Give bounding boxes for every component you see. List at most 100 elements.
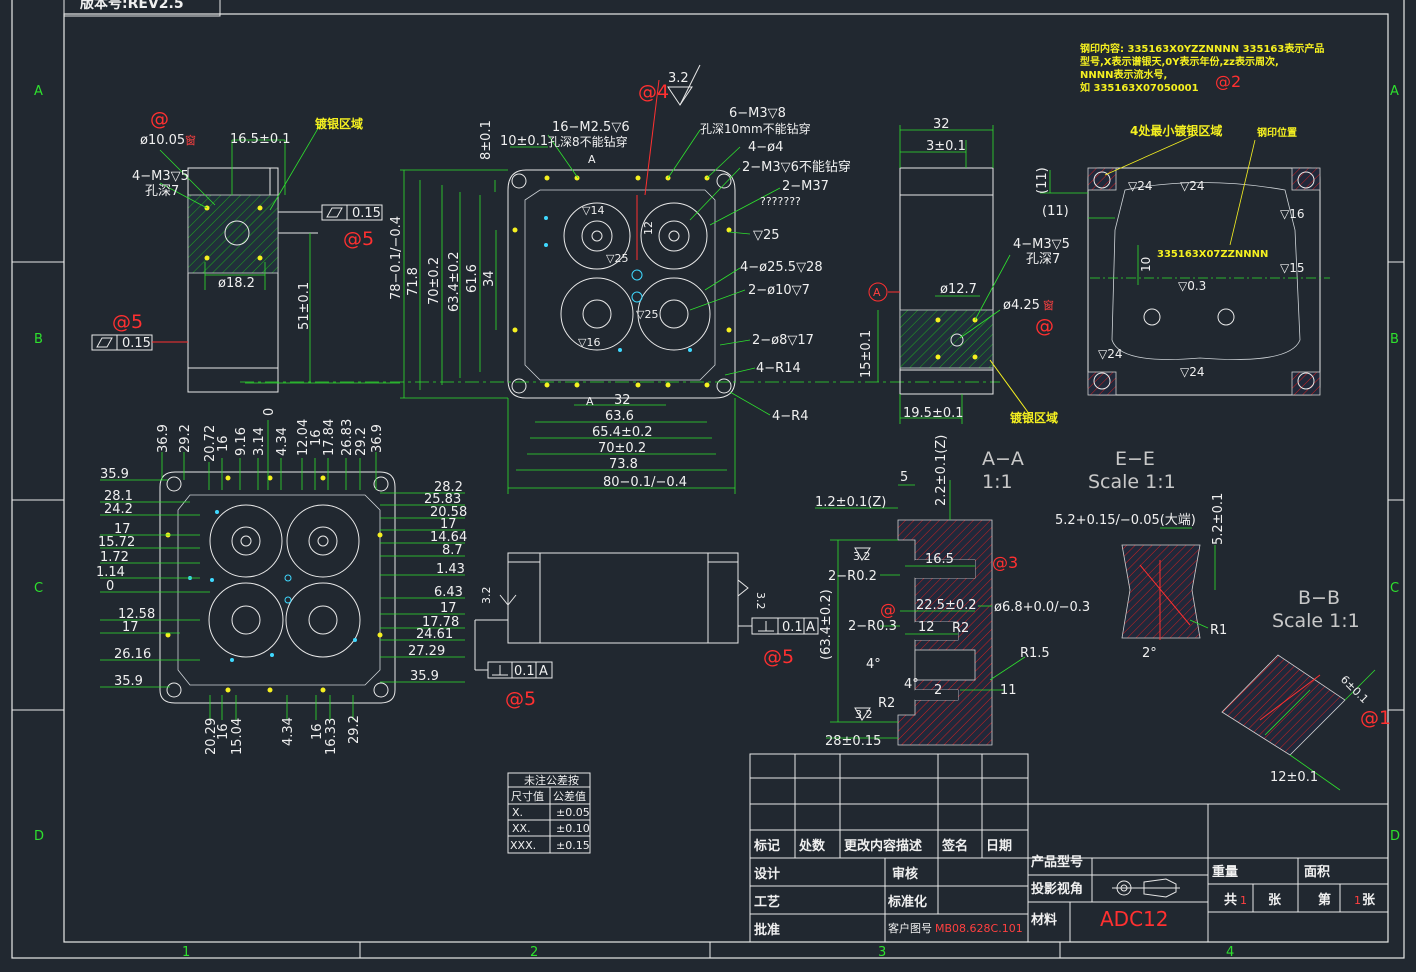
far-right-view: 钢印内容: 335163X0YZZNNNN 335163表示产品 型号,X表示谱…: [1035, 42, 1330, 396]
callout-m2-5: 16−M2.5▽6: [552, 120, 630, 135]
coord-left-9: 17: [122, 620, 139, 635]
aa-d2-2: 2.2±0.1(Z): [934, 435, 949, 506]
coord-bottom-1: 16: [216, 723, 231, 740]
rev-header-mark: 标记: [753, 838, 780, 854]
aa-r2a: R2: [952, 621, 969, 636]
aa-d1-2: 1.2±0.1(Z): [815, 495, 886, 510]
stamp-note-4: 如 335163X07050001: [1080, 81, 1199, 94]
left-red-mark: 窗: [185, 133, 196, 147]
dim-w19-5: 19.5±0.1: [903, 406, 964, 421]
tolerance-table: 未注公差按 尺寸值 公差值 X. ±0.05 XX. ±0.10 XXX. ±0…: [507, 772, 591, 854]
coord-right-1: 25.83: [424, 492, 461, 507]
dim-w63-6: 63.6: [605, 409, 634, 424]
coord-bottom-4: 16: [310, 723, 325, 740]
tb-review: 审核: [892, 866, 918, 882]
callout-r4: 4−R4: [772, 409, 808, 424]
perp1-datum: A: [806, 620, 815, 635]
left-depth-callout: 孔深7: [145, 184, 179, 199]
stamp-note-1: 钢印内容: 335163X0YZZNNNN 335163表示产品: [1080, 42, 1324, 55]
rev-header-desc: 更改内容描述: [844, 838, 922, 854]
min-plated-label: 4处最小镀银区域: [1130, 123, 1222, 138]
aa-r1-5: R1.5: [1020, 646, 1050, 661]
callout-d8: 2−ø8▽17: [752, 333, 814, 348]
ee-deg: 2°: [1142, 646, 1157, 661]
tb-standard: 标准化: [887, 894, 927, 910]
callout-m3b: 2−M3▽6不能钻穿: [742, 159, 851, 175]
callout-d4: 4−ø4: [748, 140, 783, 155]
v24-bm: ▽24: [1180, 365, 1205, 379]
v24-bl: ▽24: [1098, 347, 1123, 361]
zone-col-3: 3: [878, 945, 886, 960]
stamp-note-2: 型号,X表示谱银天,0Y表示年份,zz表示周次,: [1080, 55, 1279, 68]
coord-bottom-6: 29.2: [347, 715, 362, 744]
coord-top-1: 29.2: [178, 424, 193, 453]
tol-header-size: 尺寸值: [511, 789, 544, 803]
dim-w80: 80−0.1/−0.4: [603, 475, 687, 490]
left-at5b: @5: [112, 311, 143, 333]
inner-v16: ▽16: [578, 336, 600, 349]
coord-top-10: 17.84: [322, 419, 337, 456]
coord-top-13: 36.9: [370, 424, 385, 453]
dim-h15: 15±0.1: [859, 330, 874, 378]
v24-tl: ▽24: [1128, 179, 1153, 193]
aa-d28: 28±0.15: [825, 734, 881, 749]
tol-row1-tol: ±0.05: [556, 806, 590, 819]
far-at2: @2: [1215, 72, 1241, 91]
aa-d6-8: ø6.8+0.0/−0.3: [994, 600, 1090, 615]
tb-design: 设计: [754, 866, 780, 882]
datum-a-right: A: [873, 286, 881, 299]
aa-d2: 2: [934, 683, 942, 698]
coord-top-8: 12.04: [296, 419, 311, 456]
side-at5: @5: [763, 646, 794, 668]
coord-top-11: 26.83: [340, 419, 355, 456]
right-depth-callout: 孔深7: [1026, 252, 1060, 267]
left-at5: @5: [343, 228, 374, 250]
perp2-datum: A: [539, 664, 548, 679]
aa-d5: 5: [900, 470, 908, 485]
zone-d-left: D: [34, 829, 44, 844]
aa-d11: 11: [1000, 683, 1017, 698]
left-flat2: 0.15: [122, 336, 151, 351]
left-flat1: 0.15: [352, 206, 381, 221]
coord-top-4: 9.16: [234, 427, 249, 456]
zone-d-right: D: [1390, 829, 1400, 844]
dim-d10: ø10.05: [140, 133, 185, 148]
callout-unknown: ???????: [760, 195, 801, 208]
tb-sheet-n: 1: [1354, 894, 1361, 907]
coord-right-2: 20.58: [430, 505, 467, 520]
bb-d12: 12±0.1: [1270, 770, 1318, 785]
coord-left-4: 15.72: [98, 535, 135, 550]
tb-total-n: 1: [1240, 894, 1247, 907]
inner-12: 12: [642, 221, 655, 235]
section-bb-scale: Scale 1:1: [1272, 610, 1360, 632]
version-box: 版本号:REV2.5: [63, 0, 221, 17]
callout-v25: ▽25: [753, 228, 780, 243]
dim-w10: 10±0.1: [500, 134, 548, 149]
aa-d63-4: (63.4±0.2): [819, 589, 834, 660]
coord-right-3: 17: [440, 517, 457, 532]
dim-h63-4: 63.4±0.2: [447, 251, 462, 312]
section-aa-scale: 1:1: [982, 471, 1013, 493]
coord-right-12: 35.9: [410, 669, 439, 684]
dim-h8: 8±0.1: [479, 120, 494, 160]
zone-a-left: A: [34, 84, 43, 99]
inner-v25b: ▽25: [636, 308, 658, 321]
drawing-frame: [11, 0, 1405, 959]
section-ee-scale: Scale 1:1: [1088, 471, 1176, 493]
zone-row-labels: A B C D A B C D 1 2 3 4: [34, 84, 1400, 960]
side-flat-view: 0.1 A 0.1 A @5 @5 3.2 3.2: [474, 552, 819, 710]
tb-total: 共: [1224, 892, 1237, 908]
aa-r03: 2−R0.3: [848, 619, 897, 634]
top-at4: @4: [638, 81, 669, 103]
coord-left-8: 12.58: [118, 607, 155, 622]
tb-customer-dwg-label: 客户图号: [888, 921, 932, 935]
aa-at3: @3: [992, 553, 1018, 572]
tb-customer-dwg: MB08.628C.101: [935, 922, 1023, 935]
right-plated-label: 镀银区域: [1010, 410, 1058, 425]
side-finish2: 3.2: [754, 592, 767, 610]
coord-top-6: 0: [262, 408, 277, 416]
right-red-mark: 窗: [1043, 298, 1054, 312]
tol-row2-size: XX.: [512, 822, 531, 835]
section-ee-title: E−E: [1115, 448, 1155, 470]
